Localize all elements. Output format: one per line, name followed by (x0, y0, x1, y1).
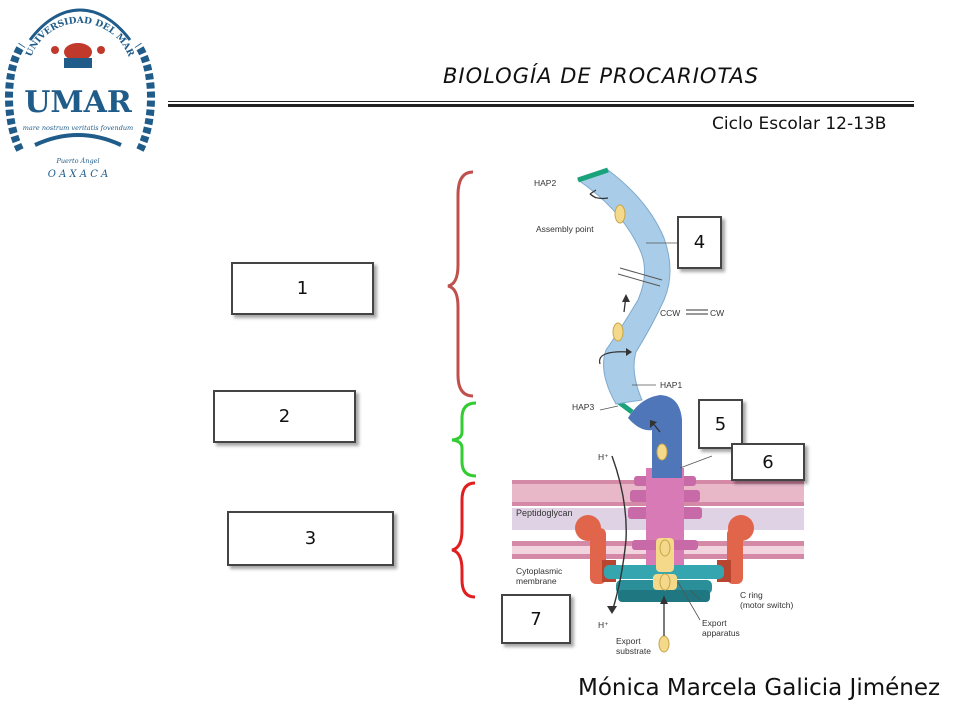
answer-box-6[interactable]: 6 (731, 443, 805, 481)
logo-motto: mare nostrum veritatis fovendum (23, 124, 133, 132)
label-peptidoglycan: Peptidoglycan (516, 508, 573, 518)
label-h-plus-top: H⁺ (598, 452, 609, 462)
label-substrate: substrate (616, 646, 651, 656)
label-export-substrate: Export (616, 636, 641, 646)
label-cytoplasmic: Cytoplasmic (516, 566, 563, 576)
answer-box-5[interactable]: 5 (698, 399, 743, 449)
label-h-plus-bottom: H⁺ (598, 620, 609, 630)
brace-filament (447, 170, 474, 398)
school-cycle: Ciclo Escolar 12-13B (712, 114, 887, 134)
label-apparatus: apparatus (702, 628, 740, 638)
answer-box-7[interactable]: 7 (501, 594, 571, 644)
label-export: Export (702, 618, 727, 628)
label-hap3: HAP3 (572, 402, 594, 412)
answer-box-1[interactable]: 1 (231, 262, 374, 315)
header-rule-thick (168, 104, 914, 107)
university-logo: UNIVERSIDAD DEL MAR UMAR mare nostrum ve… (5, 8, 155, 180)
label-c-ring: C ring (740, 590, 763, 600)
label-hap2: HAP2 (534, 178, 556, 188)
label-cw: CW (710, 308, 724, 318)
flagellar-filament (576, 169, 671, 405)
header-rule (168, 101, 914, 102)
answer-box-4[interactable]: 4 (677, 216, 722, 269)
answer-box-3[interactable]: 3 (227, 511, 394, 566)
author-name: Mónica Marcela Galicia Jiménez (578, 675, 941, 701)
logo-state: O A X A C A (48, 169, 109, 180)
label-motor-switch: (motor switch) (740, 600, 794, 610)
label-assembly-point: Assembly point (536, 224, 594, 234)
logo-campus: Puerto Ángel (55, 156, 99, 165)
logo-monogram: UMAR (24, 85, 133, 120)
brace-basal-body (451, 481, 476, 599)
flagellar-hook (628, 395, 682, 478)
label-hap1: HAP1 (660, 380, 682, 390)
brace-hook (451, 401, 477, 478)
label-membrane: membrane (516, 576, 557, 586)
page-title: BIOLOGÍA DE PROCARIOTAS (443, 64, 760, 88)
answer-box-2[interactable]: 2 (213, 390, 356, 443)
label-ccw: CCW (660, 308, 680, 318)
